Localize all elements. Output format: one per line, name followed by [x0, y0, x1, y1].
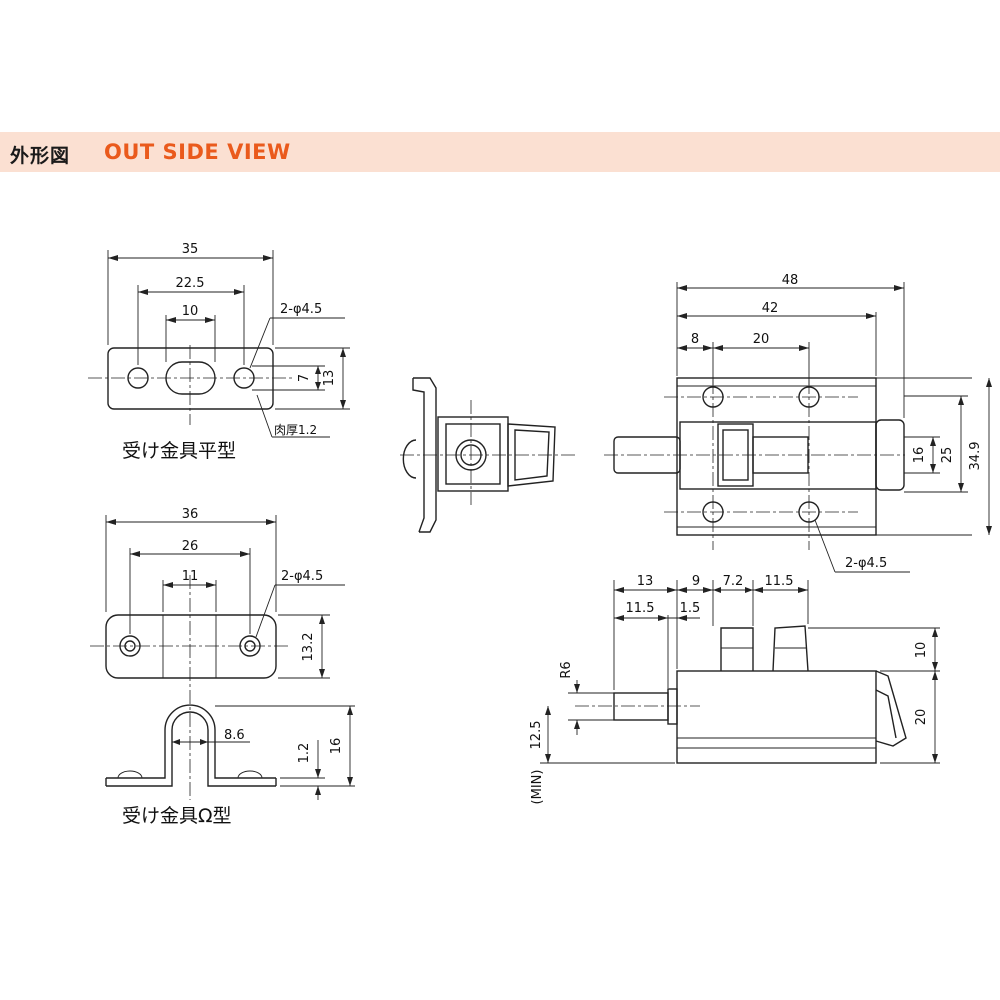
omega-dim-16: 16 — [329, 738, 344, 755]
header-title-jp: 外形図 — [10, 145, 71, 167]
omega-profile-inner — [106, 711, 276, 787]
header-bar: 外形図 OUT SIDE VIEW — [0, 132, 1000, 172]
flat-dim-10: 10 — [182, 304, 199, 319]
bolt-base-plate — [676, 377, 877, 536]
side-dim-12-5: 12.5 — [529, 721, 544, 750]
omega-plate-outline — [105, 614, 277, 679]
bolt-side-view: 13 9 7.2 11.5 11.5 1.5 R6 12.5 (MIN) 10 — [529, 574, 940, 804]
omega-profile-outer — [106, 704, 276, 779]
top-dim-16: 16 — [912, 447, 927, 464]
top-dim-48: 48 — [782, 273, 799, 288]
top-dim-20: 20 — [753, 332, 770, 347]
omega-plate-drawing: 36 26 11 2-φ4.5 13.2 8.6 — [90, 507, 355, 827]
omega-plate-caption: 受け金具Ω型 — [122, 805, 232, 827]
side-body — [676, 670, 877, 764]
side-dim-13: 13 — [637, 574, 654, 589]
side-dim-11-5b: 11.5 — [626, 601, 655, 616]
flat-plate-drawing: 35 22.5 10 2-φ4.5 7 13 肉厚1.2 受け金具平型 — [88, 242, 350, 462]
side-dim-9: 9 — [692, 574, 700, 589]
bolt-top-view: 48 42 8 20 16 25 34.9 2-φ4. — [604, 273, 992, 573]
flat-dim-thickness: 肉厚1.2 — [274, 423, 317, 437]
flat-plate-caption: 受け金具平型 — [122, 440, 236, 462]
header-title-en: OUT SIDE VIEW — [104, 140, 291, 164]
flat-plate-outline — [107, 347, 274, 410]
top-dim-34-9: 34.9 — [968, 442, 983, 471]
end-view-knob — [507, 423, 556, 487]
flat-dim-holes: 2-φ4.5 — [280, 302, 322, 317]
side-dim-1-5: 1.5 — [680, 601, 701, 616]
side-knob-right — [772, 625, 809, 672]
side-dim-min: (MIN) — [530, 770, 545, 805]
side-dim-11-5a: 11.5 — [765, 574, 794, 589]
flat-dim-7: 7 — [297, 374, 312, 382]
omega-dim-holes: 2-φ4.5 — [281, 569, 323, 584]
flat-dim-35: 35 — [182, 242, 199, 257]
end-view-housing — [437, 416, 509, 492]
omega-dim-26: 26 — [182, 539, 199, 554]
omega-dim-11: 11 — [182, 569, 199, 584]
flat-dim-22-5: 22.5 — [176, 276, 205, 291]
side-dim-20: 20 — [914, 709, 929, 726]
end-view-plate — [413, 377, 437, 533]
side-dim-r6: R6 — [559, 661, 574, 678]
top-dim-25: 25 — [940, 447, 955, 464]
flat-dim-13: 13 — [322, 370, 337, 387]
top-dim-holes: 2-φ4.5 — [845, 556, 887, 571]
side-lever — [875, 670, 907, 747]
omega-dim-13-2: 13.2 — [301, 633, 316, 662]
omega-dim-1-2: 1.2 — [297, 743, 312, 764]
top-dim-8: 8 — [691, 332, 699, 347]
omega-dim-36: 36 — [182, 507, 199, 522]
omega-dim-8-6: 8.6 — [224, 728, 245, 743]
side-dim-10: 10 — [914, 642, 929, 659]
side-knob-left — [720, 627, 754, 671]
latch-end-view — [400, 377, 575, 533]
top-dim-42: 42 — [762, 301, 779, 316]
side-dim-7-2: 7.2 — [723, 574, 744, 589]
side-pin — [613, 692, 669, 721]
